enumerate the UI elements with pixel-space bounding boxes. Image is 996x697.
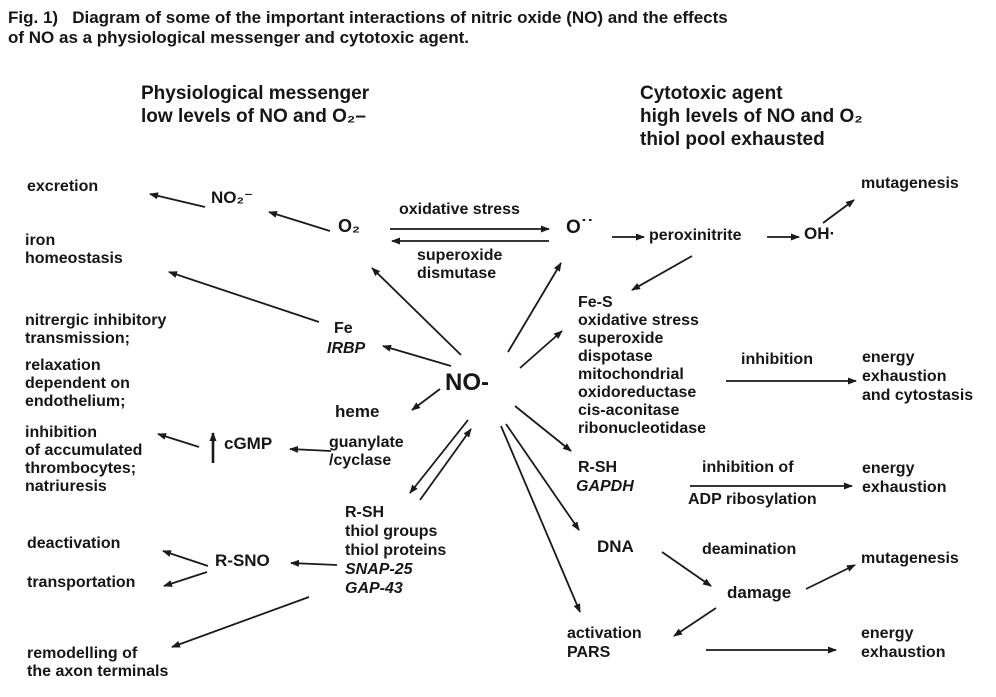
header-physiological: Physiological messenger low levels of NO… [141, 83, 370, 127]
node-rsh-thiol: R-SH thiol groups thiol proteins [345, 504, 447, 559]
arrow-rsh-to-rsno [290, 559, 338, 567]
node-nitrergic: nitrergic inhibitory transmission; [25, 312, 167, 347]
node-snap25-gap43: SNAP-25 GAP-43 [345, 561, 413, 597]
node-heme: heme [335, 402, 380, 421]
label-inhibition-of: inhibition of [702, 459, 794, 476]
arrow-oh-to-mutagenesis [822, 199, 855, 224]
arrow-o2-to-no2 [268, 211, 331, 232]
arrow-peroxinitrite-to-fes [631, 255, 693, 291]
node-gapdh: GAPDH [576, 478, 634, 495]
node-no2: NO₂⁻ [211, 188, 254, 207]
arrow-no-to-fes-list [519, 330, 563, 369]
node-irbp: IRBP [327, 340, 366, 357]
arrow-no-to-activation-pars [500, 425, 581, 613]
node-o2: O₂ [338, 216, 360, 236]
node-no-center: NO- [445, 369, 489, 396]
label-inhibition: inhibition [741, 351, 813, 368]
node-excretion: excretion [27, 178, 99, 195]
node-remodelling: remodelling of the axon terminals [27, 645, 169, 680]
arrow-no-to-heme [411, 388, 441, 411]
node-fes-list: Fe-S oxidative stress superoxide dispota… [578, 294, 707, 437]
arrow-cgmp-to-inhibition [157, 433, 200, 448]
arrow-rsno-to-deactivation [162, 550, 209, 567]
label-oxidative-stress: oxidative stress [399, 201, 520, 218]
node-relaxation: relaxation dependent on endothelium; [25, 357, 130, 410]
arrow-dna-to-damage [661, 551, 712, 587]
node-energy-cytostasis: energy exhaustion and cytostasis [862, 349, 974, 404]
arrow-guanylate-to-cgmp [289, 445, 332, 453]
node-iron-homeostasis: iron homeostasis [25, 232, 123, 267]
node-mutagenesis-bottom: mutagenesis [861, 550, 959, 567]
header-cytotoxic: Cytotoxic agent high levels of NO and O₂… [640, 83, 863, 150]
node-damage: damage [727, 583, 792, 602]
node-deactivation: deactivation [27, 535, 121, 552]
node-energy-exhaustion-mid: energy exhaustion [862, 460, 947, 496]
node-oh-radical: OH· [804, 224, 836, 243]
node-cgmp: cGMP [224, 434, 273, 453]
label-adp-ribosylation: ADP ribosylation [688, 491, 817, 508]
label-superoxide-dismutase: superoxide dismutase [417, 247, 503, 282]
arrow-no-to-dna [505, 423, 580, 531]
arrow-damage-to-activation [673, 607, 717, 637]
arrow-no2-to-excretion [149, 192, 206, 208]
node-energy-exhaustion-bottom: energy exhaustion [861, 625, 946, 661]
node-rsno: R-SNO [215, 551, 270, 570]
node-guanylate-cyclase: guanylate /cyclase [329, 434, 404, 469]
arrow-fe-to-iron-homeostasis [168, 271, 320, 323]
node-peroxinitrite: peroxinitrite [649, 227, 742, 244]
node-fe: Fe [334, 320, 353, 337]
node-activation-pars: activation PARS [567, 625, 642, 661]
node-inhibition-thrombocytes: inhibition of accumulated thrombocytes; … [25, 424, 143, 495]
arrow-no-to-rsh-thiol [409, 419, 469, 494]
arrow-no-to-o2 [371, 267, 462, 356]
arrow-rsh-to-remodelling [171, 596, 310, 648]
figure-caption: Fig. 1) Diagram of some of the important… [8, 8, 728, 47]
arrow-no-to-irbp [382, 344, 452, 367]
node-dna: DNA [597, 537, 634, 556]
node-o-radical: O˙˙ [566, 217, 594, 238]
arrow-damage-to-mutagenesis [805, 564, 856, 590]
node-transportation: transportation [27, 574, 136, 591]
arrow-no-to-oradical [507, 262, 562, 353]
arrow-no-to-gapdh [514, 405, 572, 452]
node-rsh-gapdh: R-SH [578, 459, 618, 476]
arrow-rsno-to-transportation [163, 571, 208, 587]
node-mutagenesis-top: mutagenesis [861, 175, 959, 192]
label-deamination: deamination [702, 541, 797, 558]
arrow-rsh-thiol-to-no [419, 428, 472, 501]
